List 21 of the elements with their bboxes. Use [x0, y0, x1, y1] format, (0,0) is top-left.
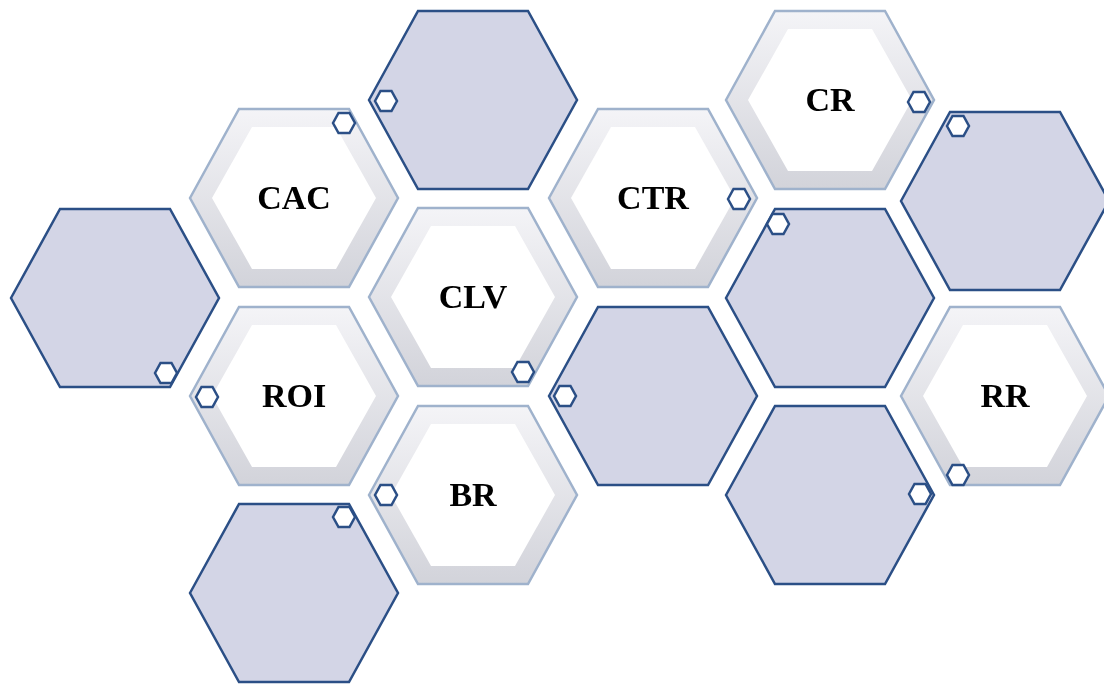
filled-hexagon — [188, 502, 400, 684]
hexagon-label: RR — [980, 377, 1030, 415]
filled-hexagon — [899, 110, 1104, 292]
filled-hexagon — [9, 207, 221, 389]
hexagon-label: BR — [449, 476, 497, 514]
filled-hexagon — [547, 305, 759, 487]
hexagon-box — [367, 404, 579, 586]
hexagon-label: CAC — [257, 179, 331, 217]
filled-hexagon — [367, 9, 579, 191]
hexagon-box — [188, 107, 400, 289]
hexagon-box — [899, 305, 1104, 487]
hexagon-box — [724, 9, 936, 191]
hexagon-label: ROI — [261, 377, 327, 415]
hexagon-box — [367, 206, 579, 388]
hexagon-label: CTR — [617, 179, 689, 217]
hexagon-label: CR — [805, 81, 855, 119]
hexagon-box — [547, 107, 759, 289]
hexagon-box — [188, 305, 400, 487]
filled-hexagon — [724, 404, 936, 586]
hexagon-label: CLV — [438, 278, 508, 316]
filled-hexagon — [724, 207, 936, 389]
